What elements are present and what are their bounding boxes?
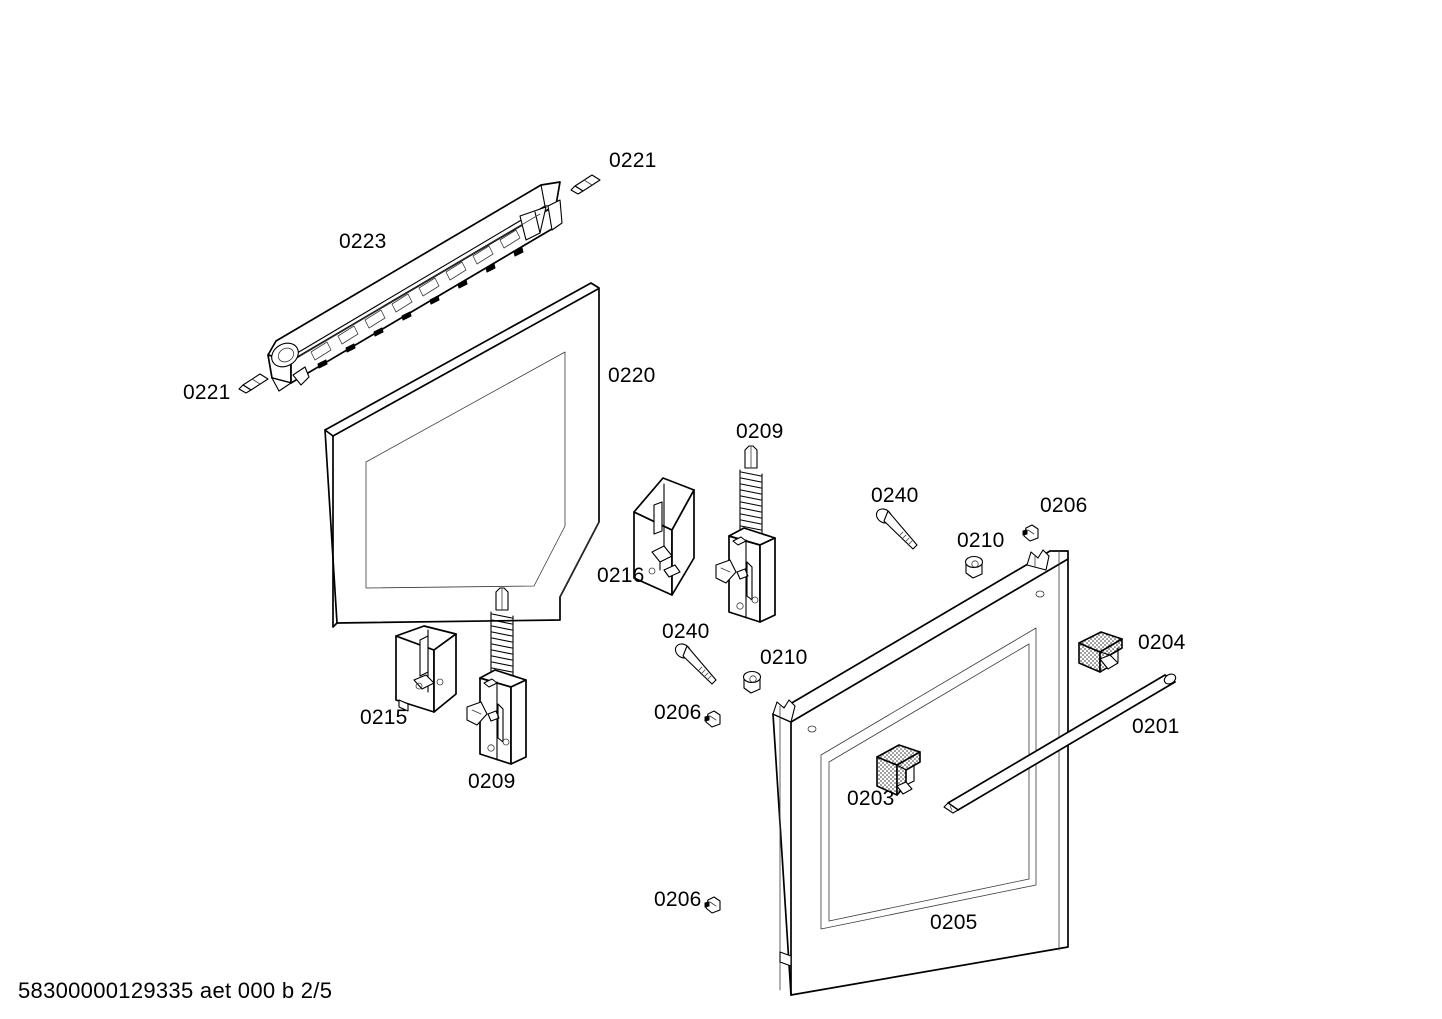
part-label-0240-lower: 0240 xyxy=(662,620,710,643)
part-label-0204: 0204 xyxy=(1138,631,1186,654)
part-0210-nut-lower xyxy=(742,670,762,694)
part-label-0206-top: 0206 xyxy=(1040,494,1088,517)
part-0220-inner-glass xyxy=(324,282,600,628)
part-0201-handle-bar xyxy=(943,673,1177,814)
part-label-0205: 0205 xyxy=(930,911,978,934)
part-label-0210-upper: 0210 xyxy=(957,529,1005,552)
part-0206-screw-bottom xyxy=(704,896,721,914)
part-0203-handle-bracket-lower xyxy=(876,744,921,796)
part-0240-screw-lower xyxy=(674,643,717,685)
part-label-0206-mid: 0206 xyxy=(654,701,702,724)
part-label-0203: 0203 xyxy=(847,787,895,810)
part-label-0210-lower: 0210 xyxy=(760,646,808,669)
part-0205-door-outer-panel xyxy=(772,549,1069,996)
part-label-0221-top: 0221 xyxy=(609,149,657,172)
part-0206-screw-top xyxy=(1022,524,1039,542)
part-0221-pin-top xyxy=(570,174,601,195)
document-footer-text: 58300000129335 aet 000 b 2/5 xyxy=(18,978,333,1003)
part-label-0221-left: 0221 xyxy=(183,381,231,404)
part-label-0220: 0220 xyxy=(608,364,656,387)
part-label-0223: 0223 xyxy=(339,230,387,253)
part-0240-screw-upper xyxy=(875,508,918,550)
part-label-0215: 0215 xyxy=(360,706,408,729)
part-label-0240-upper: 0240 xyxy=(871,484,919,507)
part-0221-pin-left xyxy=(238,373,269,394)
part-0204-handle-bracket-upper xyxy=(1078,631,1123,673)
part-label-0209-top: 0209 xyxy=(736,420,784,443)
part-label-0216: 0216 xyxy=(597,564,645,587)
part-0209-hinge-upper xyxy=(715,445,776,623)
part-0210-nut-upper xyxy=(964,555,984,579)
part-label-0201: 0201 xyxy=(1132,715,1180,738)
part-label-0206-bottom: 0206 xyxy=(654,888,702,911)
part-0223-trim-strip xyxy=(267,181,563,392)
part-0216-hinge-bracket-upper xyxy=(633,477,695,596)
part-0209-hinge-lower xyxy=(466,587,527,765)
part-label-0209-bottom: 0209 xyxy=(468,770,516,793)
part-0206-screw-mid xyxy=(704,710,721,728)
part-0215-hinge-bracket-lower xyxy=(395,625,457,713)
